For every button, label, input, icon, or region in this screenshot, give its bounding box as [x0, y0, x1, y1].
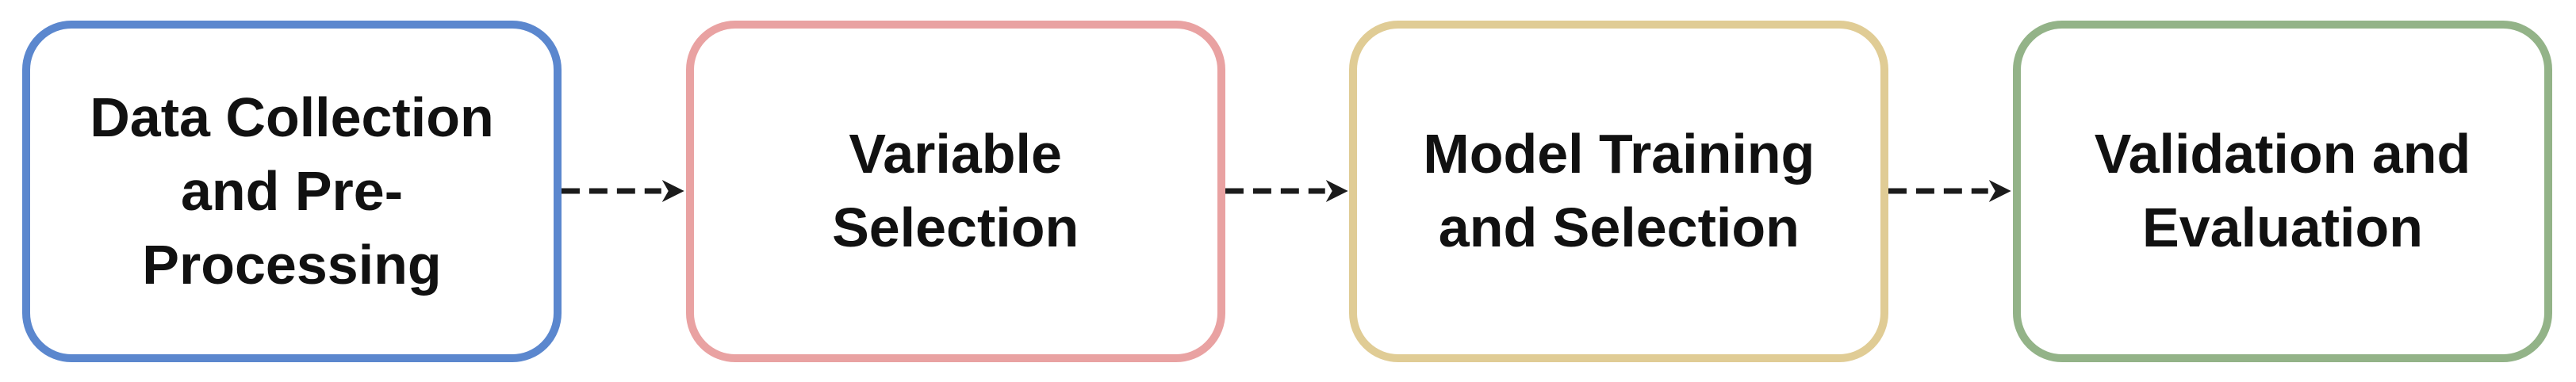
step-label-line: Variable [849, 123, 1062, 185]
step-label-line: Model Training [1423, 123, 1815, 185]
step-box-data-collection: Data Collection and Pre- Processing [22, 20, 562, 362]
step-box-model-training: Model Training and Selection [1349, 20, 1889, 362]
step-box-validation-evaluation: Validation and Evaluation [2013, 20, 2553, 362]
step-label-line: Evaluation [2142, 197, 2423, 258]
flow-arrow-1 [562, 174, 686, 208]
step-box-variable-selection: Variable Selection [685, 20, 1225, 362]
dashed-arrow-right-icon [1225, 180, 1348, 202]
flow-arrow-2 [1225, 174, 1350, 208]
step-label-line: Data Collection [90, 86, 494, 148]
dashed-arrow-right-icon [1888, 180, 2012, 202]
step-label-line: Processing [142, 233, 442, 296]
dashed-arrow-right-icon [562, 180, 684, 202]
step-label-line: Validation and [2094, 123, 2471, 185]
step-label-line: and Pre- [180, 159, 404, 222]
step-label-line: and Selection [1438, 197, 1800, 258]
flow-arrow-3 [1888, 174, 2013, 208]
step-label-line: Selection [832, 197, 1079, 258]
